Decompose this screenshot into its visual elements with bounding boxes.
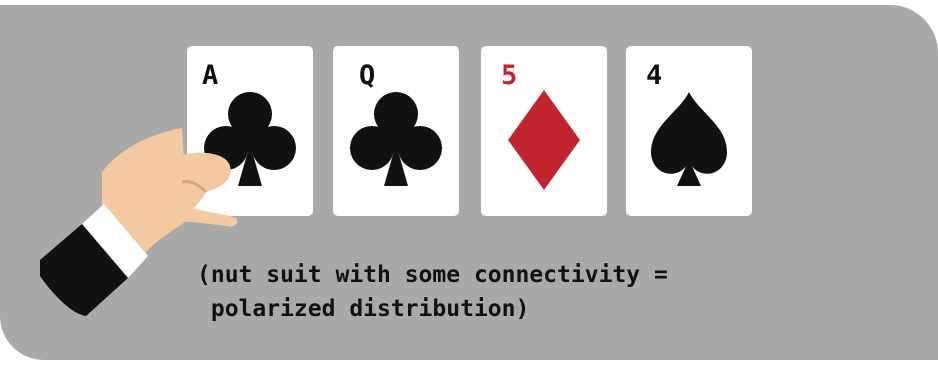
card-five-diamonds: 5 (481, 46, 607, 216)
card-rank: 5 (501, 60, 518, 91)
diamond-icon (508, 90, 580, 190)
card-rank: 4 (646, 60, 663, 91)
hand-icon (40, 128, 238, 316)
card-rank: Q (359, 60, 376, 91)
card-ace-clubs: A (187, 46, 313, 216)
spade-icon (651, 92, 727, 186)
card-queen-clubs: Q (333, 46, 459, 216)
card-four-spades: 4 (626, 46, 752, 216)
caption-line-1: (nut suit with some connectivity = (197, 262, 668, 288)
club-icon (204, 92, 296, 186)
caption: (nut suit with some connectivity = polar… (197, 258, 757, 326)
caption-line-2: polarized distribution) (197, 296, 530, 322)
club-icon (350, 92, 442, 186)
card-rank: A (202, 60, 219, 91)
